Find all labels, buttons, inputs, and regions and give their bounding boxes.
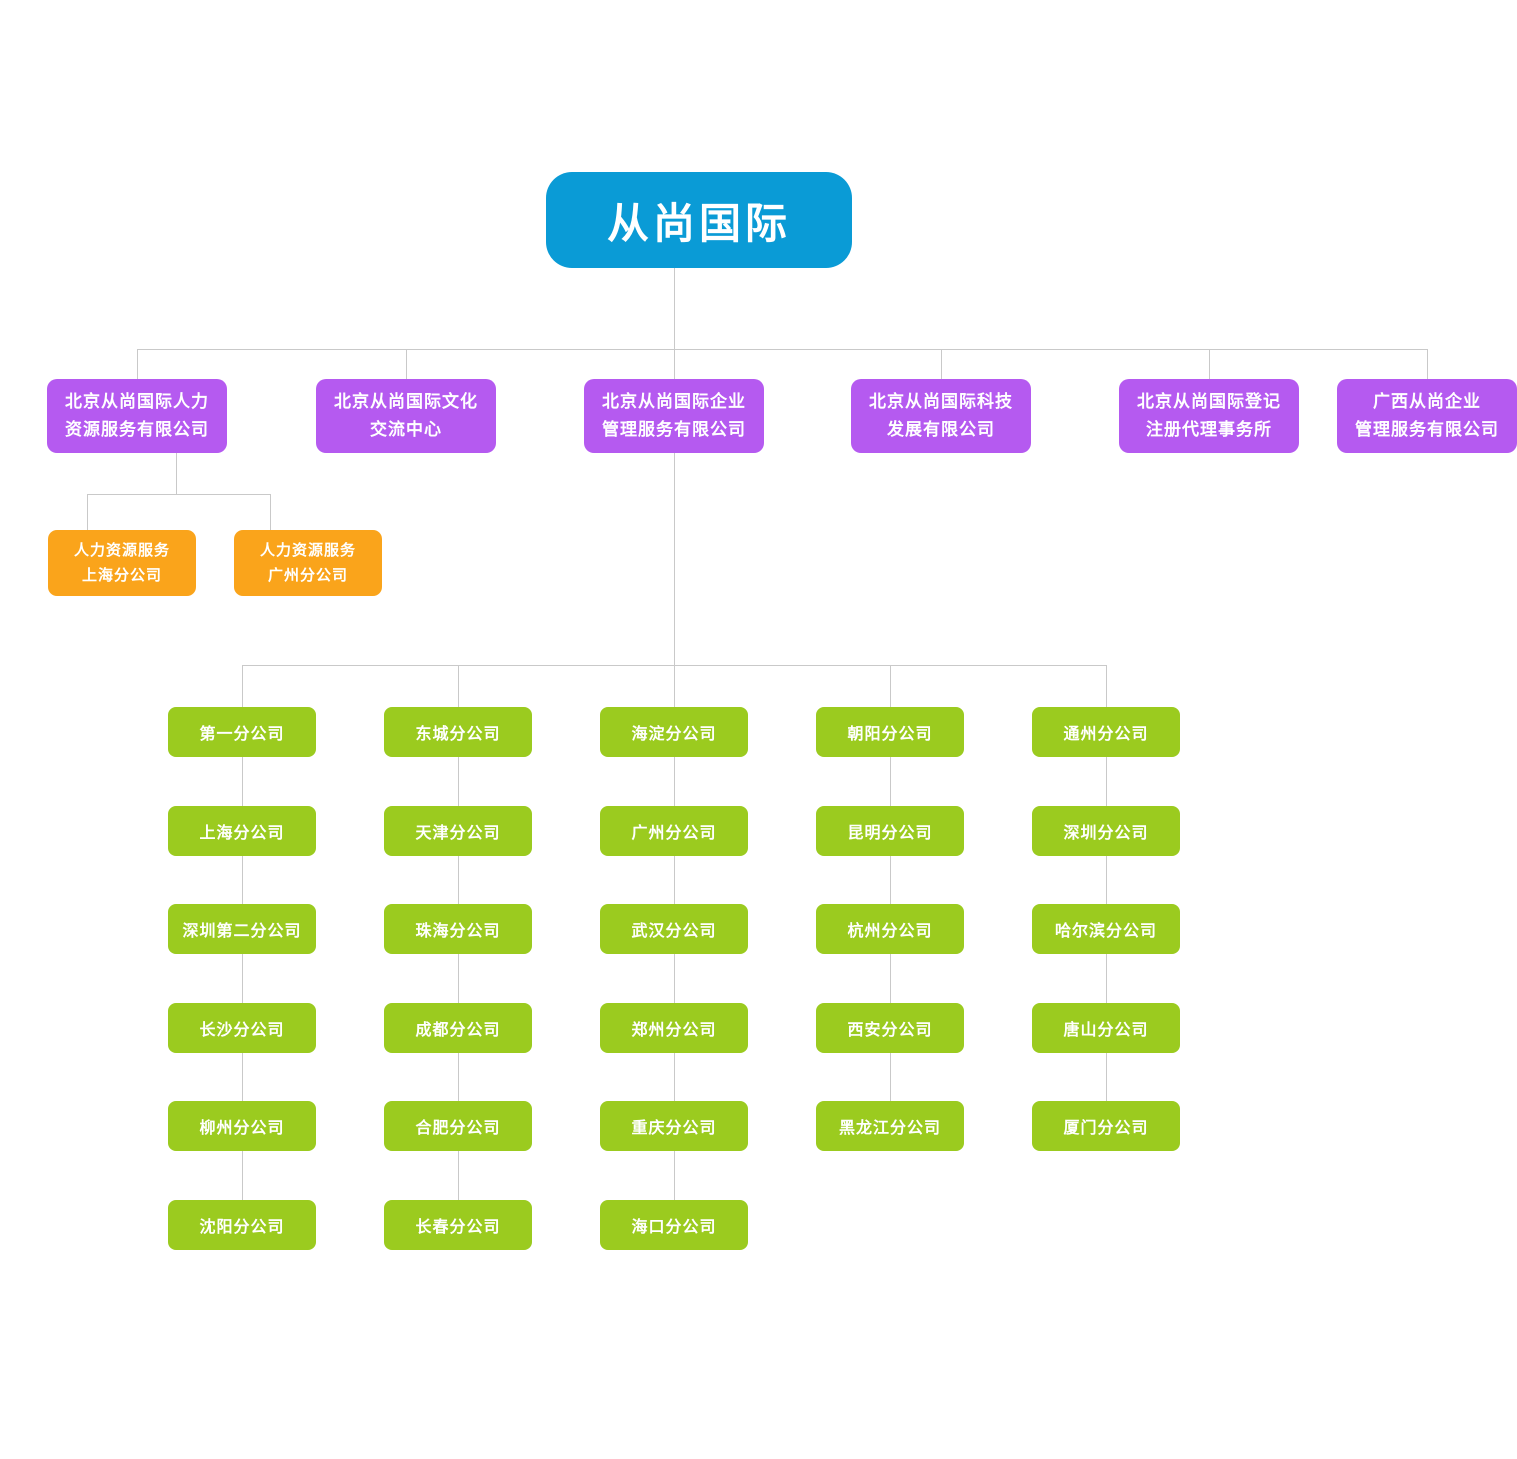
org-node-city-branch[interactable]: 厦门分公司 bbox=[1032, 1101, 1180, 1151]
connector-line bbox=[137, 349, 1428, 350]
org-node-hr-branch[interactable]: 人力资源服务 上海分公司 bbox=[48, 530, 196, 596]
connector-line bbox=[458, 1151, 459, 1200]
connector-line bbox=[890, 954, 891, 1003]
connector-line bbox=[242, 954, 243, 1003]
org-node-city-branch[interactable]: 朝阳分公司 bbox=[816, 707, 964, 757]
connector-line bbox=[242, 665, 243, 707]
org-node-city-branch[interactable]: 海口分公司 bbox=[600, 1200, 748, 1250]
connector-line bbox=[458, 665, 459, 707]
org-node-city-branch[interactable]: 西安分公司 bbox=[816, 1003, 964, 1053]
connector-line bbox=[1106, 665, 1107, 707]
org-node-city-branch[interactable]: 成都分公司 bbox=[384, 1003, 532, 1053]
connector-line bbox=[674, 1151, 675, 1200]
connector-line bbox=[674, 954, 675, 1003]
org-node-city-branch[interactable]: 深圳分公司 bbox=[1032, 806, 1180, 856]
org-node-city-branch[interactable]: 柳州分公司 bbox=[168, 1101, 316, 1151]
org-node-city-branch[interactable]: 通州分公司 bbox=[1032, 707, 1180, 757]
connector-line bbox=[674, 268, 675, 380]
org-node-city-branch[interactable]: 广州分公司 bbox=[600, 806, 748, 856]
org-node-city-branch[interactable]: 重庆分公司 bbox=[600, 1101, 748, 1151]
org-node-city-branch[interactable]: 珠海分公司 bbox=[384, 904, 532, 954]
connector-line bbox=[1106, 757, 1107, 806]
org-node-city-branch[interactable]: 昆明分公司 bbox=[816, 806, 964, 856]
org-node-root[interactable]: 从尚国际 bbox=[546, 172, 852, 268]
org-node-subsidiary[interactable]: 北京从尚国际人力 资源服务有限公司 bbox=[47, 379, 227, 453]
connector-line bbox=[458, 1053, 459, 1101]
org-node-city-branch[interactable]: 东城分公司 bbox=[384, 707, 532, 757]
org-node-subsidiary[interactable]: 北京从尚国际企业 管理服务有限公司 bbox=[584, 379, 764, 453]
connector-line bbox=[890, 1053, 891, 1101]
connector-line bbox=[242, 856, 243, 904]
org-node-subsidiary[interactable]: 北京从尚国际科技 发展有限公司 bbox=[851, 379, 1031, 453]
connector-line bbox=[87, 494, 271, 495]
org-node-city-branch[interactable]: 深圳第二分公司 bbox=[168, 904, 316, 954]
org-node-hr-branch[interactable]: 人力资源服务 广州分公司 bbox=[234, 530, 382, 596]
org-node-city-branch[interactable]: 郑州分公司 bbox=[600, 1003, 748, 1053]
connector-line bbox=[406, 349, 407, 380]
connector-line bbox=[458, 954, 459, 1003]
connector-line bbox=[242, 665, 1107, 666]
connector-line bbox=[176, 453, 177, 494]
connector-line bbox=[674, 757, 675, 806]
org-node-city-branch[interactable]: 合肥分公司 bbox=[384, 1101, 532, 1151]
connector-line bbox=[242, 757, 243, 806]
connector-line bbox=[890, 665, 891, 707]
connector-line bbox=[890, 757, 891, 806]
org-node-city-branch[interactable]: 上海分公司 bbox=[168, 806, 316, 856]
connector-line bbox=[242, 1053, 243, 1101]
connector-line bbox=[1106, 1053, 1107, 1101]
connector-line bbox=[1106, 856, 1107, 904]
connector-line bbox=[458, 856, 459, 904]
org-node-city-branch[interactable]: 杭州分公司 bbox=[816, 904, 964, 954]
connector-line bbox=[270, 494, 271, 530]
connector-line bbox=[674, 1053, 675, 1101]
org-node-city-branch[interactable]: 天津分公司 bbox=[384, 806, 532, 856]
connector-line bbox=[890, 856, 891, 904]
org-node-subsidiary[interactable]: 北京从尚国际登记 注册代理事务所 bbox=[1119, 379, 1299, 453]
org-node-city-branch[interactable]: 沈阳分公司 bbox=[168, 1200, 316, 1250]
org-node-city-branch[interactable]: 黑龙江分公司 bbox=[816, 1101, 964, 1151]
org-node-city-branch[interactable]: 武汉分公司 bbox=[600, 904, 748, 954]
org-node-subsidiary[interactable]: 北京从尚国际文化 交流中心 bbox=[316, 379, 496, 453]
connector-line bbox=[674, 856, 675, 904]
org-node-city-branch[interactable]: 海淀分公司 bbox=[600, 707, 748, 757]
connector-line bbox=[87, 494, 88, 530]
org-node-city-branch[interactable]: 长沙分公司 bbox=[168, 1003, 316, 1053]
org-node-city-branch[interactable]: 唐山分公司 bbox=[1032, 1003, 1180, 1053]
connector-line bbox=[1209, 349, 1210, 380]
connector-line bbox=[1106, 954, 1107, 1003]
connector-line bbox=[674, 453, 675, 707]
org-node-city-branch[interactable]: 哈尔滨分公司 bbox=[1032, 904, 1180, 954]
connector-line bbox=[137, 349, 138, 380]
connector-line bbox=[242, 1151, 243, 1200]
connector-line bbox=[1427, 349, 1428, 380]
org-node-subsidiary[interactable]: 广西从尚企业 管理服务有限公司 bbox=[1337, 379, 1517, 453]
connector-line bbox=[458, 757, 459, 806]
connector-line bbox=[941, 349, 942, 380]
org-node-city-branch[interactable]: 长春分公司 bbox=[384, 1200, 532, 1250]
org-node-city-branch[interactable]: 第一分公司 bbox=[168, 707, 316, 757]
